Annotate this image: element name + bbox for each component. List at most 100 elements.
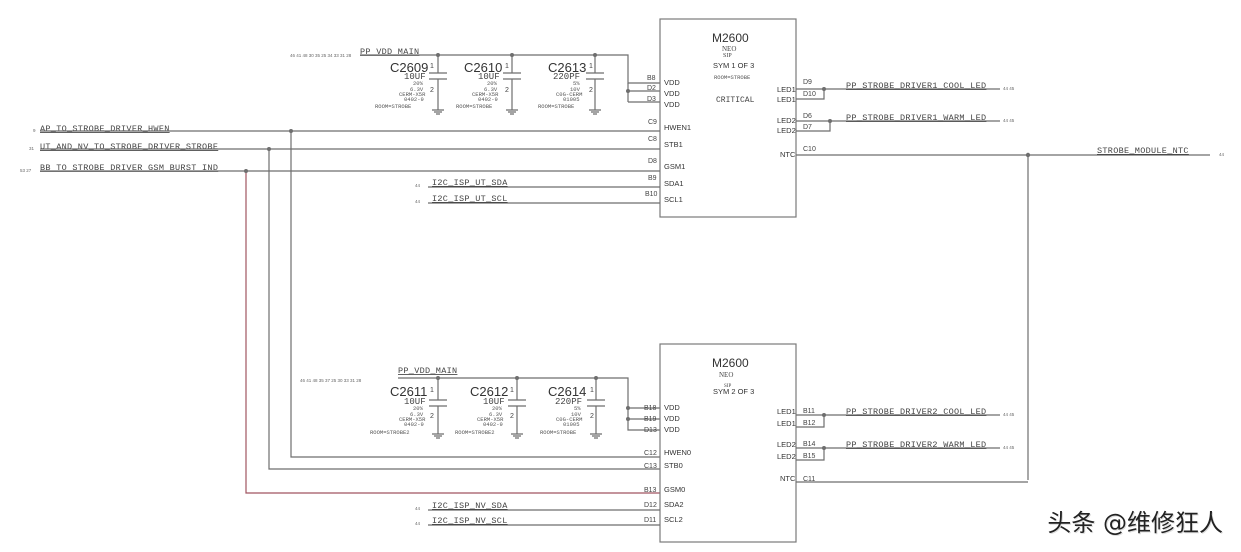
junction xyxy=(626,89,630,93)
schematic-label: SCL1 xyxy=(664,195,683,204)
schematic-label: 1 xyxy=(505,63,509,70)
ntc-wire xyxy=(796,154,1210,480)
schematic-label: LED1 xyxy=(777,85,796,94)
wire xyxy=(587,378,605,439)
net-ap-hwen: AP_TO_STROBE_DRIVER_HWEN xyxy=(40,124,170,134)
supply-sheet-refs: 46 41 48 30 35 25 34 33 31 28 xyxy=(290,53,352,58)
schematic-label: C2610 xyxy=(464,60,502,75)
schematic-label: B15 xyxy=(803,453,816,460)
schematic-label: 20% xyxy=(487,80,498,87)
junction-dot xyxy=(267,147,271,151)
schematic-label: 0402-9 xyxy=(404,421,424,428)
schematic-label: LED1 xyxy=(777,95,796,104)
schematic-label: C9 xyxy=(648,119,657,126)
schematic-label: 44 45 xyxy=(1003,118,1015,123)
schematic-label: 01005 xyxy=(563,421,580,428)
schematic-label: STB0 xyxy=(664,461,683,470)
schematic-label: B8 xyxy=(647,75,656,82)
wire xyxy=(796,447,1000,461)
schematic-label: 2 xyxy=(510,413,514,420)
supply-rail xyxy=(360,54,660,84)
schematic-label: C2614 xyxy=(548,384,586,399)
strobe-wire xyxy=(40,148,660,470)
schematic-label: C12 xyxy=(644,450,657,457)
schematic-label: ROOM=STROBE2 xyxy=(370,429,410,436)
schematic-label: C11 xyxy=(803,476,815,483)
schematic-label: 5% xyxy=(574,405,581,412)
schematic-label: 20% xyxy=(413,405,424,412)
schematic-label: 20% xyxy=(492,405,503,412)
schematic-label: LED2 xyxy=(777,116,796,125)
schematic-label: 220PF xyxy=(553,72,580,82)
schematic-label: NEO xyxy=(722,45,736,53)
led1-wire xyxy=(796,88,1000,100)
wire xyxy=(245,171,660,494)
schematic-label: SCL2 xyxy=(664,515,683,524)
net-i2c-ut-sda: I2C_ISP_UT_SDA xyxy=(432,178,508,188)
net-strobe-module-ntc: STROBE_MODULE_NTC xyxy=(1097,146,1189,156)
schematic-label: 1 xyxy=(510,387,514,394)
schematic-label: GSM1 xyxy=(664,162,685,171)
chip-m2600-unit2 xyxy=(659,343,797,543)
schematic-label: 44 xyxy=(1219,152,1225,157)
schematic-label: 10UF xyxy=(404,397,426,407)
supply-net-label-2: PP_VDD_MAIN xyxy=(398,366,457,376)
schematic-label: 01005 xyxy=(563,96,580,103)
schematic-label: D2 xyxy=(647,85,656,92)
schematic-label: ROOM=STROBE xyxy=(456,103,493,110)
junction-dot xyxy=(828,119,832,123)
critical-label: CRITICAL xyxy=(716,96,755,105)
junction-dot xyxy=(822,413,826,417)
schematic-label: CERM-X5R xyxy=(472,91,499,98)
net-driver2-cool-led: PP_STROBE_DRIVER2_COOL_LED xyxy=(846,407,986,417)
schematic-label: M2600 xyxy=(712,356,749,370)
schematic-label: 44 xyxy=(415,199,421,204)
schematic-label: 44 45 xyxy=(1003,86,1015,91)
schematic-label: 10UF xyxy=(478,72,500,82)
sym-label: SYM 1 OF 3 xyxy=(713,61,754,70)
schematic-label: 46 41 48 35 37 25 30 33 31 28 xyxy=(300,378,362,383)
schematic-label: SIP xyxy=(723,53,732,59)
schematic-label: SIP xyxy=(724,384,731,389)
wire xyxy=(398,377,660,431)
schematic-label: D3 xyxy=(647,96,656,103)
schematic-label: VDD xyxy=(664,425,680,434)
capacitor-c2610: C2610 10UF 20% 6.3V CERM-X5R 0402-9 ROOM… xyxy=(456,55,521,115)
schematic-label: LED1 xyxy=(777,419,796,428)
supply-net-label: PP_VDD_MAIN xyxy=(360,47,419,57)
wire xyxy=(796,414,1000,428)
schematic-label: NEO xyxy=(719,371,733,379)
schematic-label: D11 xyxy=(644,517,656,524)
input-nets: 9 AP_TO_STROBE_DRIVER_HWEN 31 UT_AND_NV_… xyxy=(20,124,660,494)
junction-dot xyxy=(626,406,630,410)
schematic-label: B11 xyxy=(803,408,815,415)
schematic-label: 1 xyxy=(590,387,594,394)
junction-dot xyxy=(1025,152,1031,158)
schematic-label: 10V xyxy=(571,411,582,418)
wire xyxy=(428,509,660,526)
capacitor-c2612: C2612 10UF 20% 6.3V CERM-X5R 0402-9 ROOM… xyxy=(455,378,526,439)
capacitor-c2609: C2609 10UF 20% 6.3V CERM-X5R 0402-9 ROOM… xyxy=(375,55,447,115)
schematic-label: C0G-CERM xyxy=(556,416,582,423)
net-driver1-warm-led: PP_STROBE_DRIVER1_WARM_LED xyxy=(846,113,986,123)
schematic-label: VDD xyxy=(664,89,680,98)
schematic-label: 44 45 xyxy=(1003,445,1015,450)
schematic-label: D9 xyxy=(803,79,812,86)
hwen-wire xyxy=(40,130,660,458)
schematic-label: D7 xyxy=(803,124,812,131)
schematic-label: B10 xyxy=(645,191,658,198)
schematic-label: 44 xyxy=(415,183,421,188)
schematic-label: STB1 xyxy=(664,140,683,149)
schematic-label: B18 xyxy=(644,405,657,412)
schematic-label: 2 xyxy=(505,87,509,94)
schematic-label: 0402-9 xyxy=(483,421,503,428)
schematic-label: 31 xyxy=(29,146,35,151)
schematic-label: 10UF xyxy=(483,397,505,407)
capacitor-c2614: C2614 220PF 5% 10V C0G-CERM 01005 ROOM=S… xyxy=(540,378,605,439)
schematic-label: ROOM=STROBE2 xyxy=(455,429,495,436)
schematic-label: C2613 xyxy=(548,60,586,75)
schematic-label: 6.3V xyxy=(410,411,424,418)
schematic-label: 44 45 xyxy=(1003,412,1015,417)
schematic-label: ROOM=STROBE xyxy=(538,103,575,110)
schematic-label: SDA2 xyxy=(664,500,684,509)
